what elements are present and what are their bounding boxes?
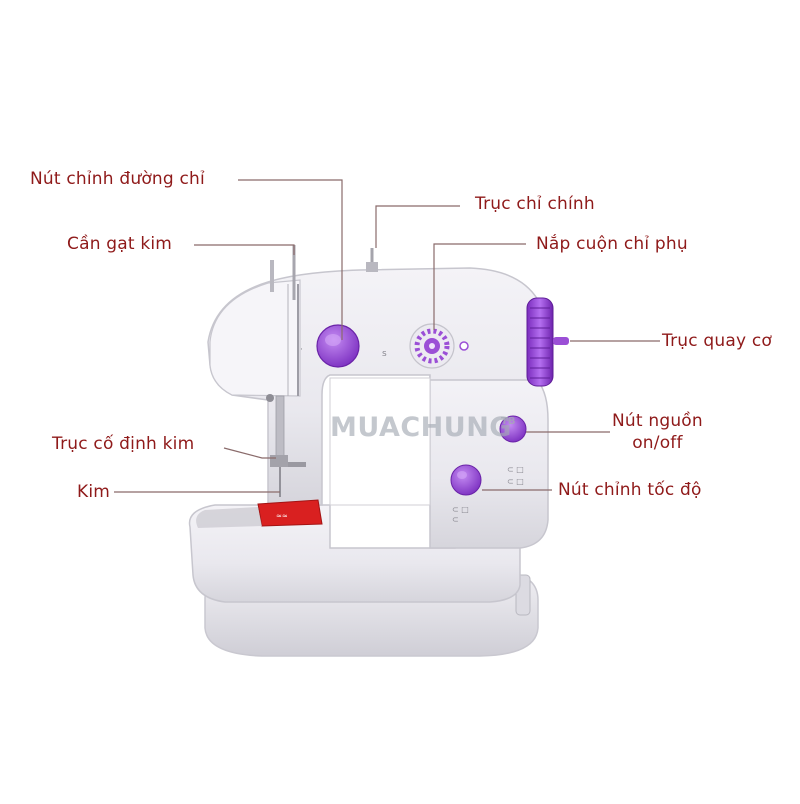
bobbin-winder[interactable] xyxy=(409,323,455,369)
svg-text:≈≈: ≈≈ xyxy=(276,512,288,520)
label-speed-switch: Nút chỉnh tốc độ xyxy=(558,480,702,500)
label-power-switch: Nút nguồn on/off xyxy=(612,410,703,454)
leader-lines xyxy=(114,179,660,493)
presser-foot: ≈≈ xyxy=(257,499,323,527)
label-power-switch-line1: Nút nguồn xyxy=(612,411,703,431)
label-bobbin-winder-cap: Nắp cuộn chỉ phụ xyxy=(536,234,688,254)
label-needle: Kim xyxy=(77,482,111,502)
face-plate xyxy=(209,279,301,397)
label-needle-clamp: Trục cố định kim xyxy=(52,434,195,454)
svg-text:⊂ □: ⊂ □ xyxy=(507,465,524,474)
label-handwheel: Trục quay cơ xyxy=(662,331,772,351)
watermark-suffix: TB xyxy=(501,416,516,427)
svg-text:⊂ □: ⊂ □ xyxy=(507,477,524,486)
label-needle-lever: Cần gạt kim xyxy=(67,234,173,254)
svg-text:s: s xyxy=(382,349,387,359)
label-power-switch-line2: on/off xyxy=(632,433,683,453)
tension-dial[interactable] xyxy=(316,324,360,368)
speed-button[interactable] xyxy=(450,464,482,496)
machine-column xyxy=(429,371,549,549)
power-button[interactable] xyxy=(499,415,527,443)
sewing-bed xyxy=(188,504,521,603)
arm-opening xyxy=(329,377,431,506)
svg-text:·: · xyxy=(300,345,303,355)
handwheel[interactable] xyxy=(526,297,569,387)
svg-text:⊂ □: ⊂ □ xyxy=(452,505,469,514)
watermark-text: MUACHUNG xyxy=(330,412,512,443)
label-main-spool-pin: Trục chỉ chính xyxy=(475,194,595,214)
svg-text:⊂: ⊂ xyxy=(452,515,459,524)
label-thread-tension-knob: Nút chỉnh đường chỉ xyxy=(30,169,205,189)
